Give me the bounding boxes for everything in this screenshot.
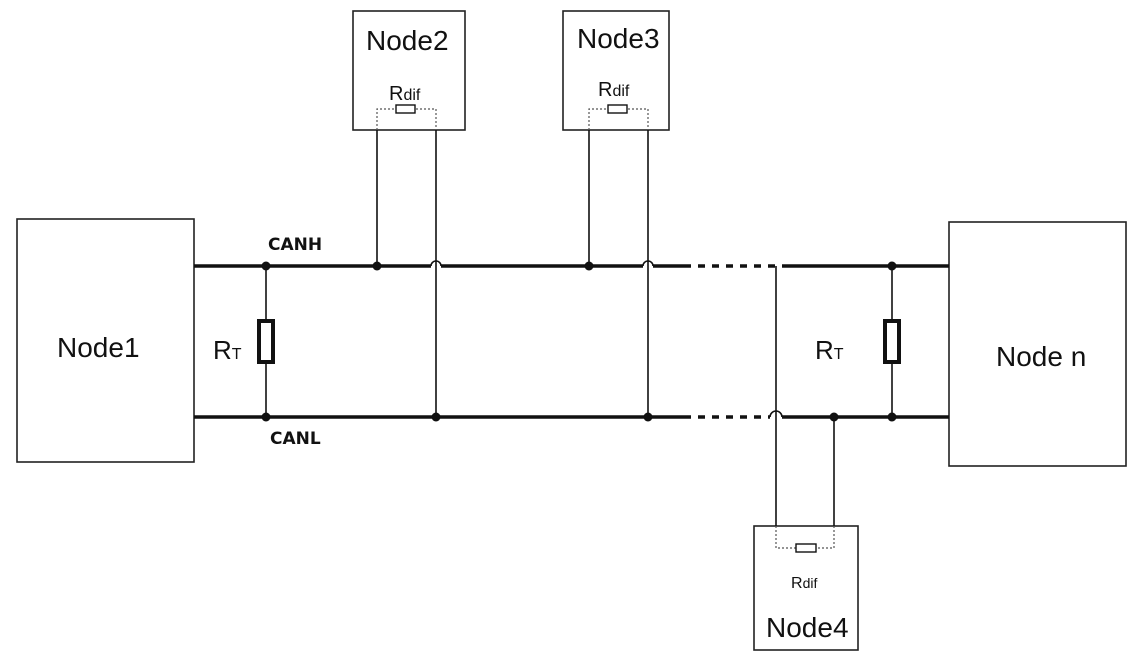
- noden-box: [948, 221, 1127, 467]
- node1-label: Node1: [57, 332, 140, 363]
- junction-dot: [372, 261, 382, 271]
- node4-box: [753, 525, 859, 651]
- rt-left-resistor: [257, 319, 275, 364]
- rt-right-label: RT: [815, 335, 844, 365]
- canl-label: CANL: [270, 429, 321, 449]
- rt-right-resistor: [883, 319, 901, 364]
- rdif-node2: [376, 104, 437, 130]
- rdif-node2-label: Rdif: [389, 83, 421, 105]
- node2-label: Node2: [366, 25, 449, 56]
- rdif-node3: [588, 104, 649, 130]
- junction-dot: [431, 412, 441, 422]
- node3-label: Node3: [577, 23, 660, 54]
- junction-dot: [643, 412, 653, 422]
- noden-label: Node n: [996, 341, 1086, 372]
- junction-dot: [261, 412, 271, 422]
- rdif-node4: [775, 526, 835, 553]
- rdif-node3-label: Rdif: [598, 79, 630, 101]
- rdif-node4-label: Rdif: [791, 575, 817, 592]
- junction-dot: [584, 261, 594, 271]
- node3-box: [562, 10, 670, 131]
- junction-dot: [261, 261, 271, 271]
- junction-dot: [887, 261, 897, 271]
- junction-dot: [829, 412, 839, 422]
- junction-dot: [887, 412, 897, 422]
- node4-label: Node4: [766, 612, 849, 643]
- node1-box: [16, 218, 195, 463]
- canh-label: CANH: [268, 235, 322, 255]
- rt-left-label: RT: [213, 335, 242, 365]
